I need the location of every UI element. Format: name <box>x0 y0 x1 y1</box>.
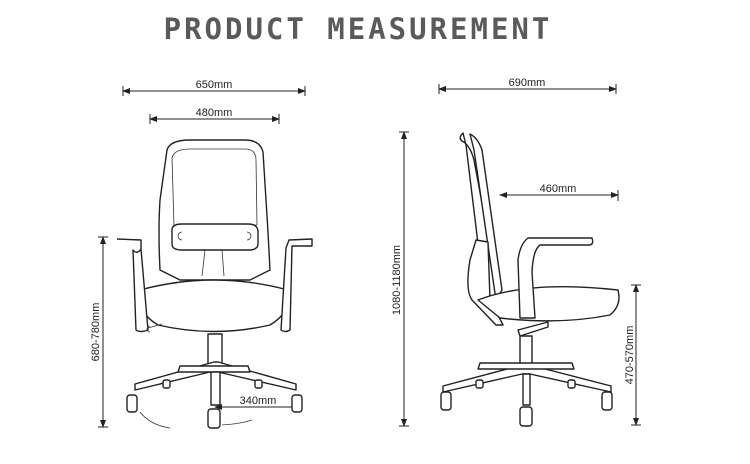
seat-depth-label: 460mm <box>540 183 577 195</box>
armrest-height-label: 680-780mm <box>90 303 102 362</box>
dim-base-radius: 340mm <box>214 395 300 410</box>
base-radius-label: 340mm <box>240 395 277 407</box>
dim-overall-height: 1080-1180mm <box>391 131 409 427</box>
dim-armrest-height: 680-780mm <box>90 236 108 428</box>
dim-overall-width: 650mm <box>122 79 306 96</box>
overall-depth-label: 690mm <box>509 77 546 89</box>
page-title: PRODUCT MEASUREMENT <box>163 12 553 46</box>
chair-side-view <box>440 132 620 427</box>
seat-width-label: 480mm <box>196 107 233 119</box>
dim-seat-height: 470-570mm <box>624 284 641 426</box>
overall-height-label: 1080-1180mm <box>391 245 403 315</box>
seat-height-label: 470-570mm <box>624 326 636 385</box>
chair-front-view <box>116 139 313 429</box>
dim-overall-depth: 690mm <box>438 77 617 94</box>
overall-width-label: 650mm <box>196 79 233 91</box>
dim-seat-depth: 460mm <box>499 183 619 201</box>
dim-seat-width: 480mm <box>149 107 280 124</box>
